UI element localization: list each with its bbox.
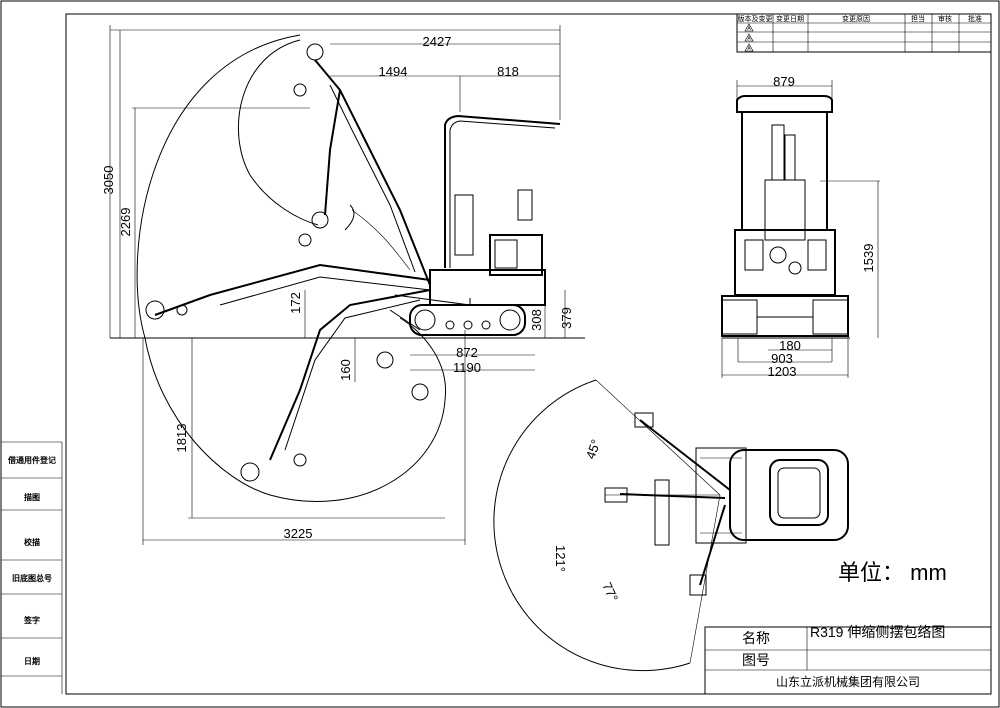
side-label-old-drawing-no: 旧底图总号 (12, 573, 52, 583)
dim-dig-depth: 1813 (174, 424, 189, 453)
dim-overall-width: 1203 (768, 364, 797, 379)
top-upper-body (729, 449, 849, 541)
title-name-label: 名称 (742, 630, 770, 646)
top-cab (769, 459, 829, 526)
rev-header-date: 变更日期 (776, 14, 804, 23)
swing-envelope-arc (493, 379, 691, 672)
side-column: 借通用件登记 描图 校描 旧底图总号 签字 日期 (1, 441, 63, 694)
side-view: 2427 1494 818 3050 2269 172 160 1813 322… (101, 25, 585, 545)
rev-triangle-icon (744, 33, 754, 42)
dim-dig-reach: 3225 (284, 526, 313, 541)
top-tracks (695, 447, 747, 544)
rev-header-version: 版本及变更 (738, 14, 773, 23)
drawing-frame (65, 13, 992, 695)
rev-triangle-icon (744, 23, 754, 32)
rev-header-review: 审核 (938, 14, 952, 23)
track-assembly (409, 304, 526, 336)
dim-blade-height: 379 (559, 307, 574, 329)
rev-header-owner: 担当 (911, 14, 925, 23)
boom-lowered (269, 289, 431, 461)
side-label-check: 校描 (24, 537, 40, 547)
reach-envelope-arc (136, 34, 447, 503)
seat-shape (454, 194, 474, 256)
angle-right: 77° (599, 580, 621, 604)
top-arm-right (699, 504, 726, 586)
top-view: 45° 121° 77° (493, 379, 849, 672)
engine-cover (489, 234, 543, 276)
inner-envelope-arc (237, 39, 319, 226)
dim-blade-lift: 172 (288, 292, 303, 314)
top-arm-left (639, 419, 731, 491)
title-block: 名称 R319 伸缩侧摆包络图 图号 山东立派机械集团有限公司 (704, 624, 992, 695)
dim-top-mid: 1494 (379, 64, 408, 79)
rev-header-approve: 批准 (968, 14, 982, 23)
dim-top-cab: 818 (497, 64, 519, 79)
top-arm-straight (619, 493, 726, 499)
rear-view: 879 1539 180 903 1203 (721, 74, 880, 379)
canopy-frame (444, 114, 561, 268)
arm-raised (324, 89, 341, 216)
rear-canopy-roof (736, 95, 833, 113)
dim-rear-height: 1539 (861, 244, 876, 273)
rev-mark: A (747, 26, 751, 32)
dim-ground-height: 308 (529, 309, 544, 331)
side-label-date: 日期 (24, 656, 40, 666)
excavator-side-body (145, 43, 561, 482)
title-name-value: R319 伸缩侧摆包络图 (810, 624, 945, 640)
dim-top-overall: 2427 (423, 34, 452, 49)
boom-raised (314, 59, 431, 286)
dim-max-height: 3050 (101, 166, 116, 195)
rev-triangle-icon (744, 43, 754, 52)
dim-track-gauge: 903 (771, 351, 793, 366)
side-label-signature: 签字 (23, 615, 40, 625)
dim-dump-height: 2269 (118, 208, 133, 237)
dim-canopy-width: 879 (773, 74, 795, 89)
side-label-tracing: 描图 (24, 492, 40, 502)
dim-undercarriage-length: 1190 (453, 360, 481, 375)
title-drawing-no-label: 图号 (742, 652, 770, 668)
unit-label: 单位： mm (838, 560, 947, 585)
upper-structure (429, 269, 546, 306)
revision-table: 版本及变更 变更日期 变更原因 担当 审核 批准 A A A (736, 13, 992, 53)
side-label-general-parts: 借通用件登记 (7, 455, 56, 465)
company-name: 山东立派机械集团有限公司 (776, 674, 920, 689)
angle-total: 121° (553, 545, 568, 572)
rev-mark: A (747, 46, 751, 52)
dim-blade-depth: 160 (338, 359, 353, 381)
rev-mark: A (747, 36, 751, 42)
dim-track-width: 180 (779, 338, 801, 353)
rear-tracks (721, 295, 849, 337)
dim-track-length: 872 (456, 345, 478, 360)
angle-left: 45° (583, 437, 604, 461)
rev-header-reason: 变更原因 (842, 14, 870, 23)
